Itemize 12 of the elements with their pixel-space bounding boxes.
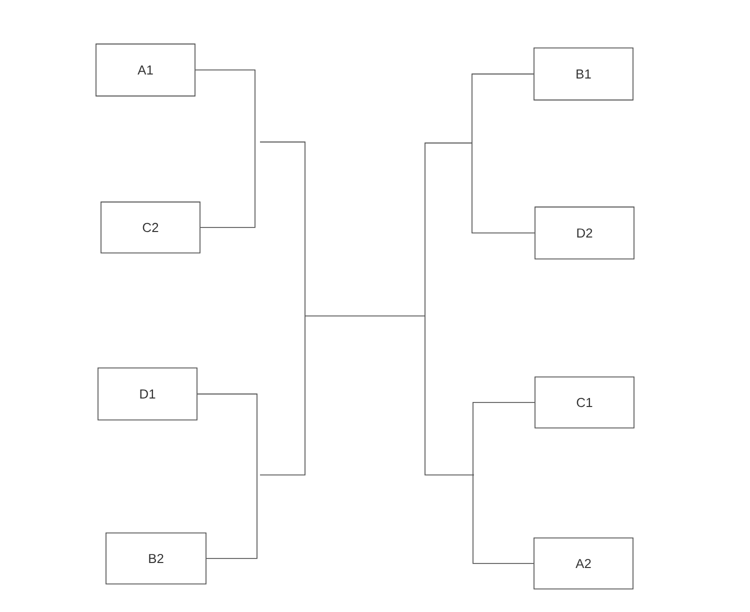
- bracket-line: [197, 394, 258, 559]
- team-box: D1: [98, 368, 198, 420]
- team-box: B1: [534, 48, 634, 100]
- bracket-line: [472, 402, 535, 564]
- bracket-line: [472, 74, 535, 234]
- team-box: A2: [534, 538, 634, 590]
- team-box: A1: [96, 44, 196, 96]
- team-box: C2: [100, 202, 200, 254]
- bracket-line: [195, 70, 256, 228]
- team-box: B2: [106, 532, 206, 584]
- team-box: D2: [534, 206, 634, 260]
- team-box: C1: [534, 376, 634, 428]
